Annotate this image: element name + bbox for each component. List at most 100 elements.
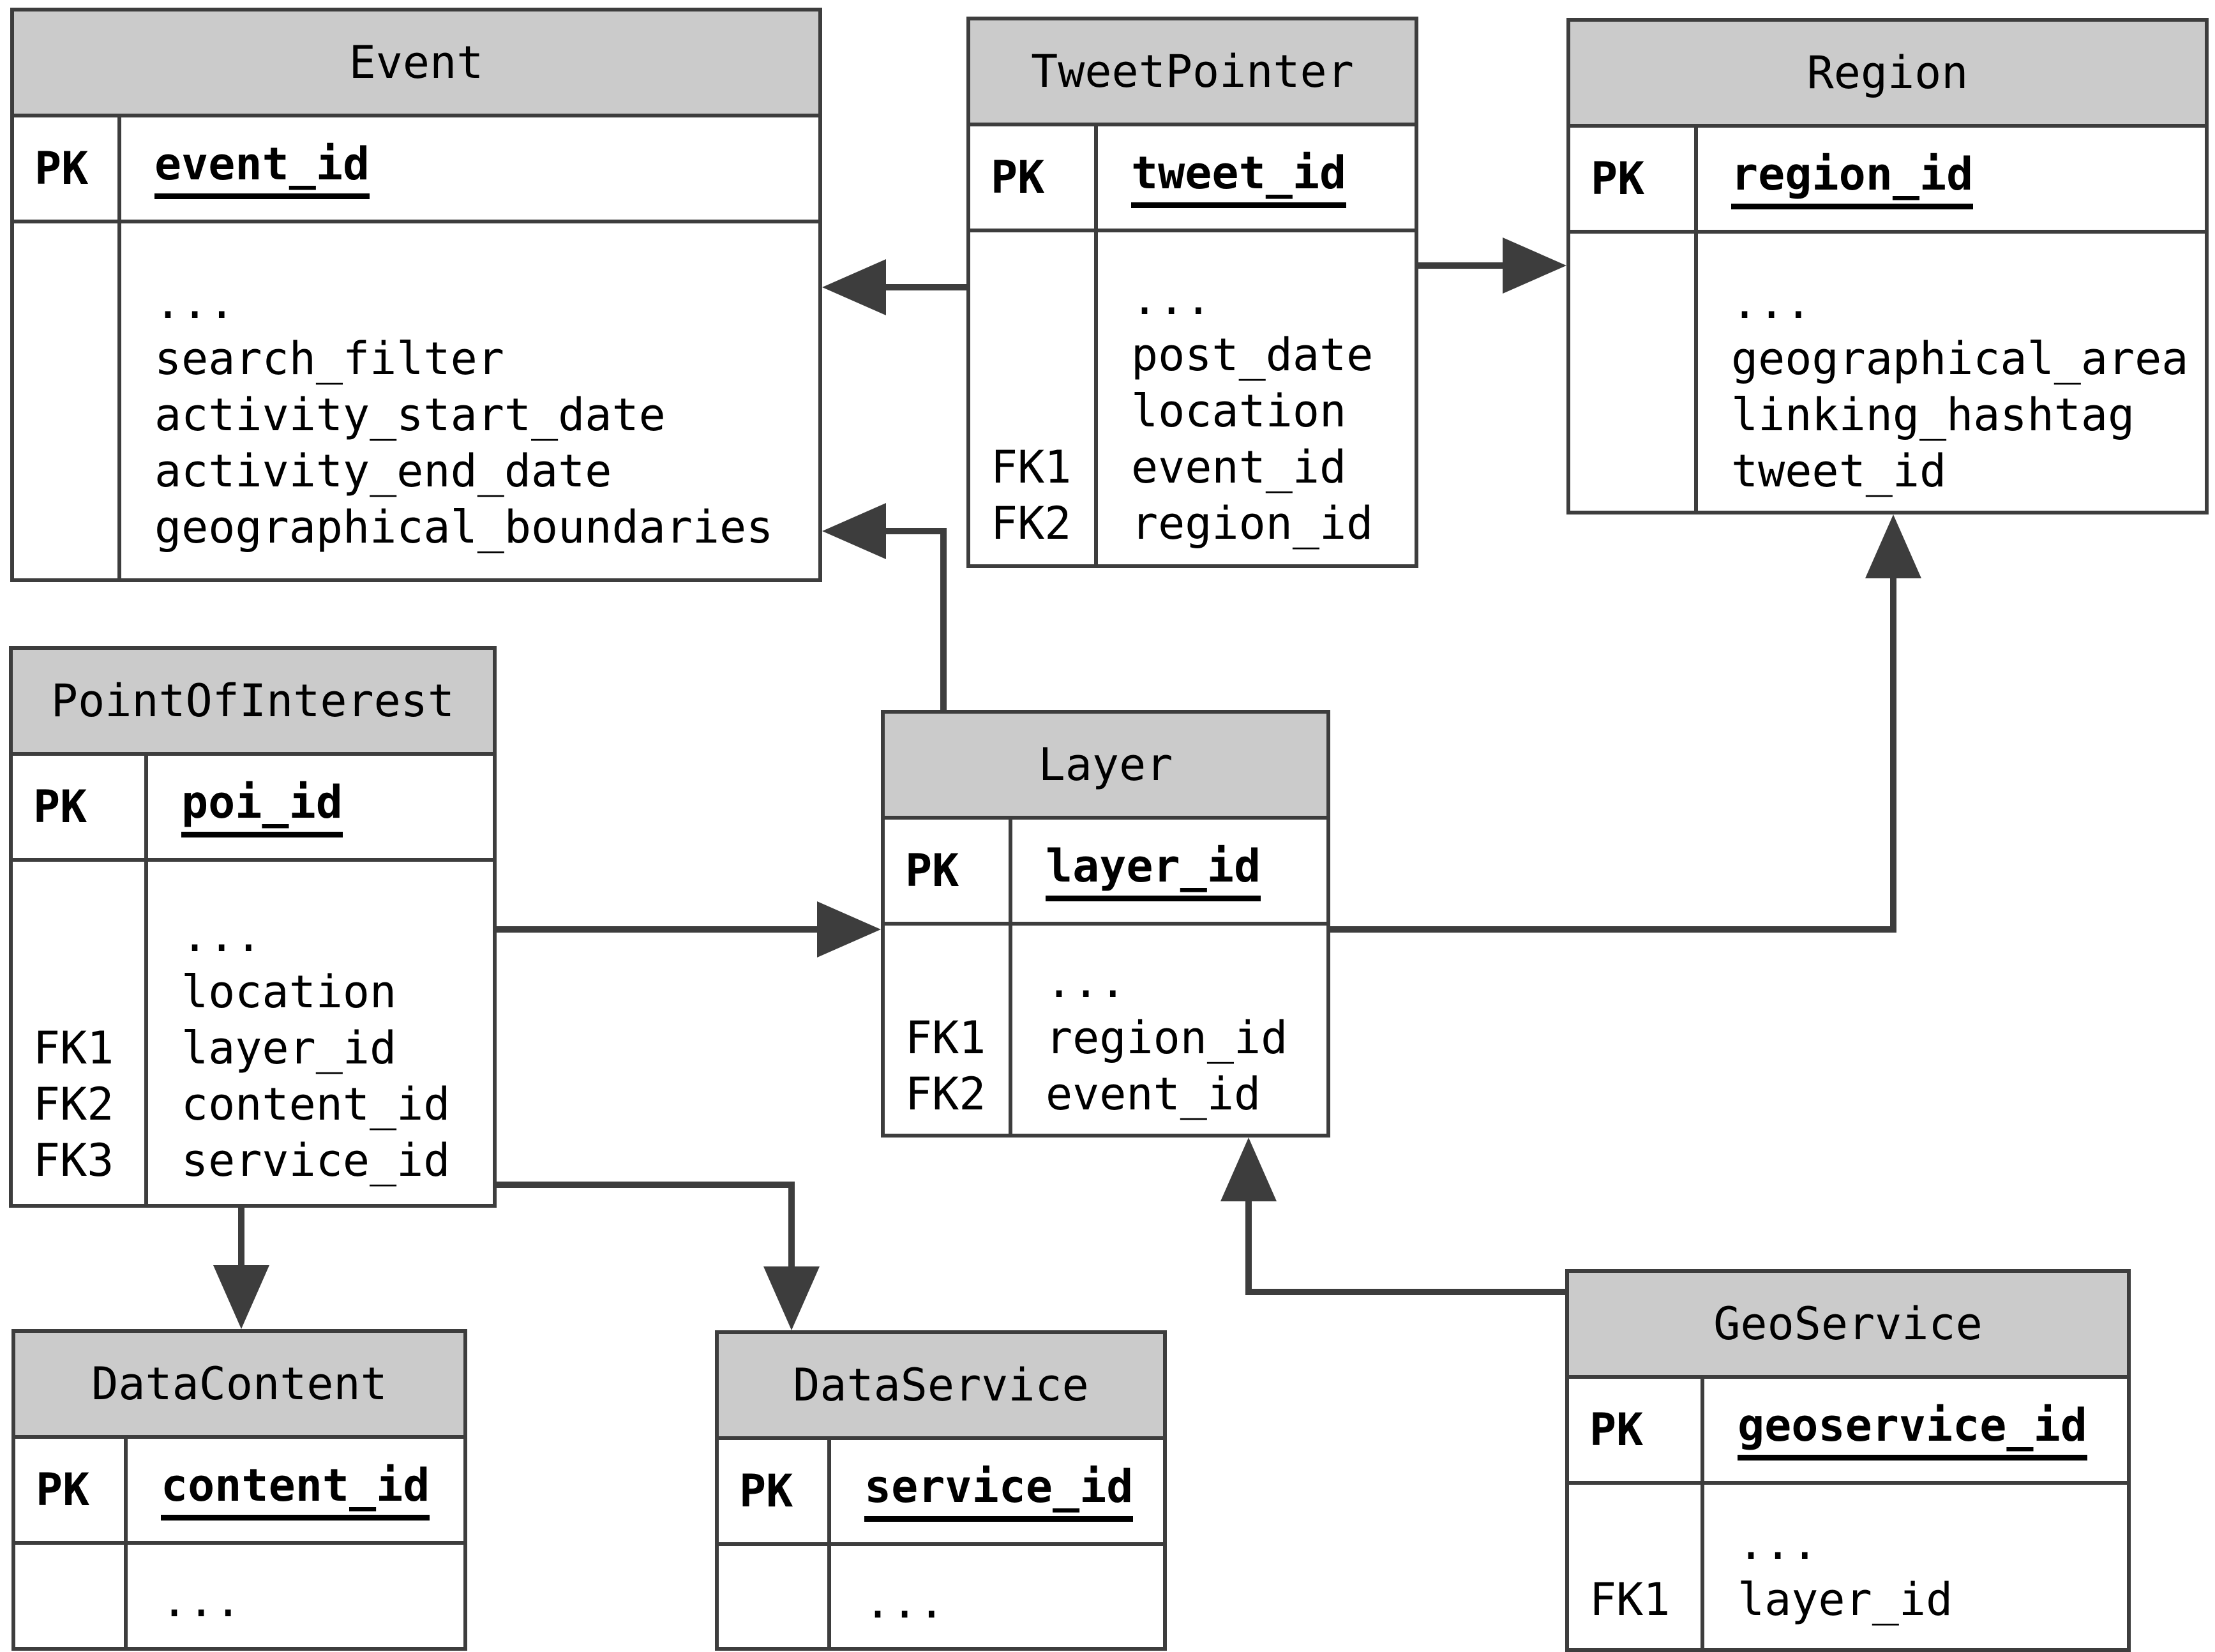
- arrowhead-icon: [763, 1266, 820, 1330]
- fk-label: [1589, 1515, 1701, 1572]
- pk-label: PK: [719, 1440, 831, 1542]
- table-title: DataService: [719, 1334, 1163, 1440]
- pk-field-name: event_id: [121, 117, 818, 220]
- pk-field-text: poi_id: [181, 776, 343, 837]
- attribute-body: ...: [15, 1545, 463, 1647]
- fk-label: [34, 387, 117, 443]
- attribute-name: ...: [1731, 276, 1812, 329]
- arrowhead-icon: [1503, 237, 1566, 294]
- table-data-content: DataContent PK content_id ...: [11, 1329, 467, 1651]
- primary-key-row: PK event_id: [14, 117, 818, 223]
- attribute-name: ...: [1046, 956, 1127, 1008]
- fk-label: [36, 1573, 124, 1629]
- arrowhead-icon: [213, 1265, 269, 1329]
- attribute-name: event_id: [1131, 441, 1347, 493]
- pk-label: PK: [970, 126, 1098, 229]
- fk-label: [33, 908, 144, 964]
- fk-label: [34, 499, 117, 555]
- pk-field-text: region_id: [1731, 148, 1974, 209]
- connector-tweet-pointer-to-event: [822, 259, 966, 315]
- fk-label: [991, 327, 1094, 383]
- pk-field-text: event_id: [154, 138, 370, 199]
- attribute-name: post_date: [1131, 329, 1374, 381]
- attribute-name: layer_id: [1738, 1573, 1953, 1626]
- fk-label: [33, 964, 144, 1020]
- connector-point-of-interest-to-data-content: [213, 1208, 269, 1329]
- arrowhead-icon: [1220, 1138, 1277, 1201]
- pk-field-name: geoservice_id: [1704, 1379, 2127, 1481]
- fk-label: FK1: [33, 1022, 114, 1074]
- fk-label: [991, 383, 1094, 439]
- pk-label: PK: [13, 756, 148, 858]
- arrowhead-icon: [822, 259, 886, 315]
- attribute-name: region_id: [1131, 497, 1374, 550]
- primary-key-row: PK poi_id: [13, 756, 493, 862]
- fk-label-column: [15, 1545, 128, 1647]
- table-title: TweetPointer: [970, 20, 1415, 126]
- pk-label: PK: [15, 1439, 128, 1541]
- fk-label-column: [14, 223, 121, 578]
- connector-point-of-interest-to-layer: [497, 901, 881, 957]
- pk-field-name: poi_id: [148, 756, 493, 858]
- attribute-name: ...: [181, 910, 262, 962]
- pk-field-name: layer_id: [1012, 820, 1326, 922]
- primary-key-row: PK service_id: [719, 1440, 1163, 1546]
- pk-field-name: service_id: [831, 1440, 1163, 1542]
- fk-label: [34, 274, 117, 331]
- table-region: Region PK region_id ...geographical_area…: [1566, 18, 2209, 514]
- attribute-name: region_id: [1046, 1012, 1288, 1064]
- primary-key-row: PK tweet_id: [970, 126, 1415, 232]
- fk-label: FK1: [991, 441, 1072, 493]
- attribute-column: ...: [831, 1546, 1163, 1647]
- attribute-name: activity_start_date: [154, 389, 666, 441]
- arrowhead-icon: [817, 901, 881, 957]
- pk-field-name: content_id: [128, 1439, 463, 1541]
- fk-label: [905, 954, 1009, 1010]
- connector-tweet-pointer-to-region: [1418, 237, 1566, 294]
- primary-key-row: PK content_id: [15, 1439, 463, 1545]
- connector-layer-to-event: [822, 503, 947, 710]
- primary-key-row: PK geoservice_id: [1569, 1379, 2127, 1485]
- pk-field-text: tweet_id: [1131, 147, 1347, 208]
- connector-geo-service-to-layer: [1220, 1138, 1565, 1295]
- attribute-name: geographical_area: [1731, 333, 2189, 385]
- table-title: Event: [14, 11, 818, 117]
- fk-label: [991, 271, 1094, 327]
- pk-field-text: content_id: [161, 1459, 430, 1521]
- attribute-name: ...: [161, 1575, 242, 1627]
- pk-field-name: region_id: [1698, 128, 2205, 230]
- pk-field-text: geoservice_id: [1738, 1399, 2087, 1461]
- fk-label: FK1: [1589, 1573, 1671, 1626]
- attribute-name: layer_id: [181, 1022, 397, 1074]
- fk-label: [1591, 443, 1694, 499]
- attribute-name: location: [181, 966, 397, 1018]
- attribute-name: ...: [1738, 1517, 1819, 1570]
- table-title: Layer: [885, 714, 1326, 820]
- connector-point-of-interest-to-data-service: [497, 1182, 820, 1330]
- attribute-name: ...: [1131, 273, 1212, 325]
- pk-field-text: layer_id: [1046, 840, 1261, 901]
- attribute-name: geographical_boundaries: [154, 501, 774, 553]
- primary-key-row: PK region_id: [1570, 128, 2205, 234]
- attribute-name: search_filter: [154, 333, 504, 385]
- attribute-name: content_id: [181, 1078, 451, 1130]
- attribute-name: location: [1131, 385, 1347, 437]
- table-title: PointOfInterest: [13, 650, 493, 756]
- attribute-name: tweet_id: [1731, 445, 1947, 497]
- attribute-name: ...: [154, 276, 236, 329]
- fk-label: FK2: [33, 1078, 114, 1130]
- fk-label: FK2: [905, 1068, 986, 1120]
